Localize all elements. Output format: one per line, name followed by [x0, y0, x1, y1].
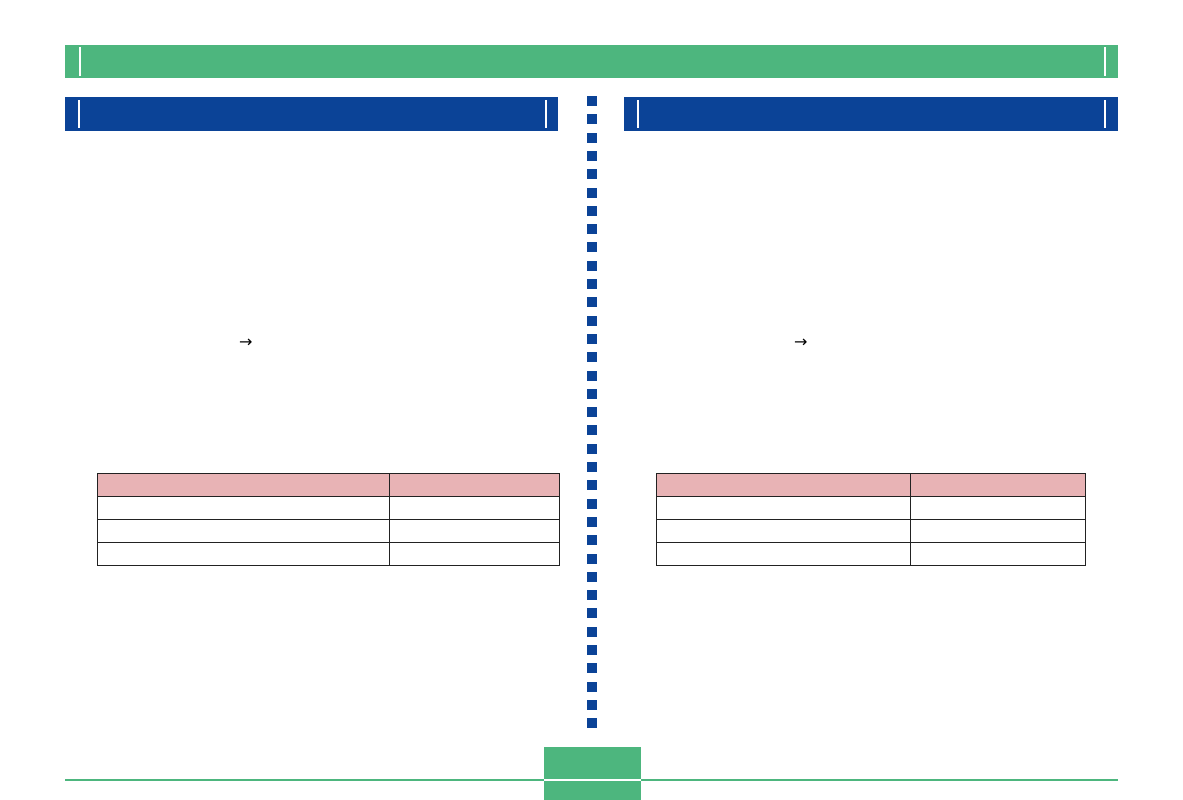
- page-tab-stripe: [544, 779, 641, 781]
- divider-dot: [587, 700, 597, 710]
- divider-dot: [587, 334, 597, 344]
- divider-dot: [587, 297, 597, 307]
- table-row: [97, 542, 560, 566]
- right-section-header: [624, 97, 1118, 131]
- divider-dot: [587, 480, 597, 490]
- footer-rule-left: [65, 779, 544, 781]
- divider-dot: [587, 499, 597, 509]
- table-header-cell: [97, 473, 390, 497]
- divider-dot: [587, 407, 597, 417]
- divider-dot: [587, 554, 597, 564]
- table-cell: [389, 519, 560, 543]
- header-edge-left: [78, 100, 80, 128]
- table-cell: [910, 542, 1086, 566]
- divider-dot: [587, 608, 597, 618]
- column-divider: [587, 96, 597, 736]
- page-number-tab: [544, 747, 641, 800]
- table-row: [656, 496, 1086, 520]
- divider-dot: [587, 352, 597, 362]
- table-row: [97, 519, 560, 543]
- table-header-row: [97, 473, 560, 497]
- table-cell: [97, 542, 390, 566]
- divider-dot: [587, 444, 597, 454]
- divider-dot: [587, 224, 597, 234]
- divider-dot: [587, 572, 597, 582]
- divider-dot: [587, 682, 597, 692]
- table-cell: [389, 542, 560, 566]
- header-edge-right: [1104, 100, 1106, 128]
- header-edge-left: [637, 100, 639, 128]
- left-spec-table: [97, 473, 560, 566]
- divider-dot: [587, 718, 597, 728]
- table-header-cell: [389, 473, 560, 497]
- table-row: [656, 542, 1086, 566]
- table-cell: [97, 496, 390, 520]
- right-arrow-icon: →: [794, 332, 808, 351]
- table-header-cell: [656, 473, 911, 497]
- divider-dot: [587, 114, 597, 124]
- table-row: [656, 519, 1086, 543]
- divider-dot: [587, 371, 597, 381]
- divider-dot: [587, 535, 597, 545]
- divider-dot: [587, 169, 597, 179]
- divider-dot: [587, 462, 597, 472]
- footer-rule-right: [641, 779, 1118, 781]
- divider-dot: [587, 261, 597, 271]
- table-header-row: [656, 473, 1086, 497]
- table-cell: [910, 519, 1086, 543]
- divider-dot: [587, 206, 597, 216]
- divider-dot: [587, 645, 597, 655]
- band-edge-left: [79, 47, 81, 76]
- table-cell: [97, 519, 390, 543]
- divider-dot: [587, 279, 597, 289]
- table-cell: [389, 496, 560, 520]
- table-cell: [656, 496, 911, 520]
- divider-dot: [587, 188, 597, 198]
- divider-dot: [587, 425, 597, 435]
- divider-dot: [587, 663, 597, 673]
- divider-dot: [587, 242, 597, 252]
- table-cell: [910, 496, 1086, 520]
- divider-dot: [587, 389, 597, 399]
- divider-dot: [587, 627, 597, 637]
- divider-dot: [587, 133, 597, 143]
- table-header-cell: [910, 473, 1086, 497]
- right-spec-table: [656, 473, 1086, 566]
- table-cell: [656, 519, 911, 543]
- table-cell: [656, 542, 911, 566]
- divider-dot: [587, 517, 597, 527]
- header-edge-right: [545, 100, 547, 128]
- left-section-header: [65, 97, 558, 131]
- page-title-band: [65, 45, 1118, 78]
- right-arrow-icon: →: [239, 332, 253, 351]
- table-row: [97, 496, 560, 520]
- divider-dot: [587, 590, 597, 600]
- band-edge-right: [1104, 47, 1106, 76]
- divider-dot: [587, 151, 597, 161]
- divider-dot: [587, 96, 597, 106]
- divider-dot: [587, 316, 597, 326]
